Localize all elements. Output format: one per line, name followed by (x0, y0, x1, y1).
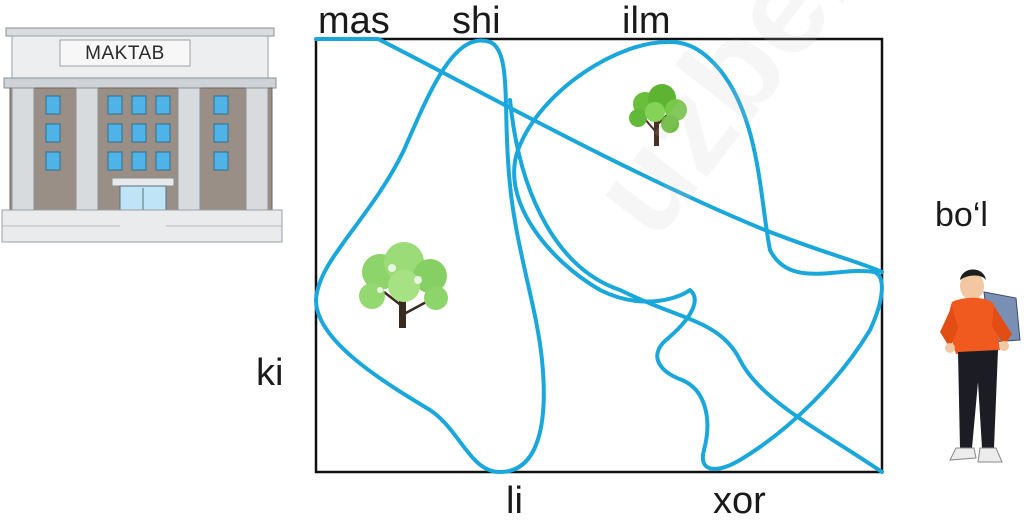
maze-path (508, 98, 884, 474)
maze-path (314, 38, 546, 474)
syllable-shi: shi (452, 0, 501, 42)
maze-path (512, 39, 884, 471)
syllable-mas: mas (318, 0, 390, 42)
boy-icon (940, 269, 1021, 463)
syllable-li: li (506, 480, 523, 520)
tree-icon (629, 84, 687, 146)
school-sign: MAKTAB (85, 43, 165, 64)
syllable-ki: ki (256, 352, 284, 394)
maze-path (314, 37, 884, 274)
maze-frame (314, 37, 884, 474)
syllable-ilm: ilm (622, 0, 671, 42)
syllable-bol: bo‘l (935, 196, 988, 234)
school-building-icon (1, 27, 283, 243)
syllable-xor: xor (713, 480, 766, 520)
tree-icon (359, 242, 448, 328)
